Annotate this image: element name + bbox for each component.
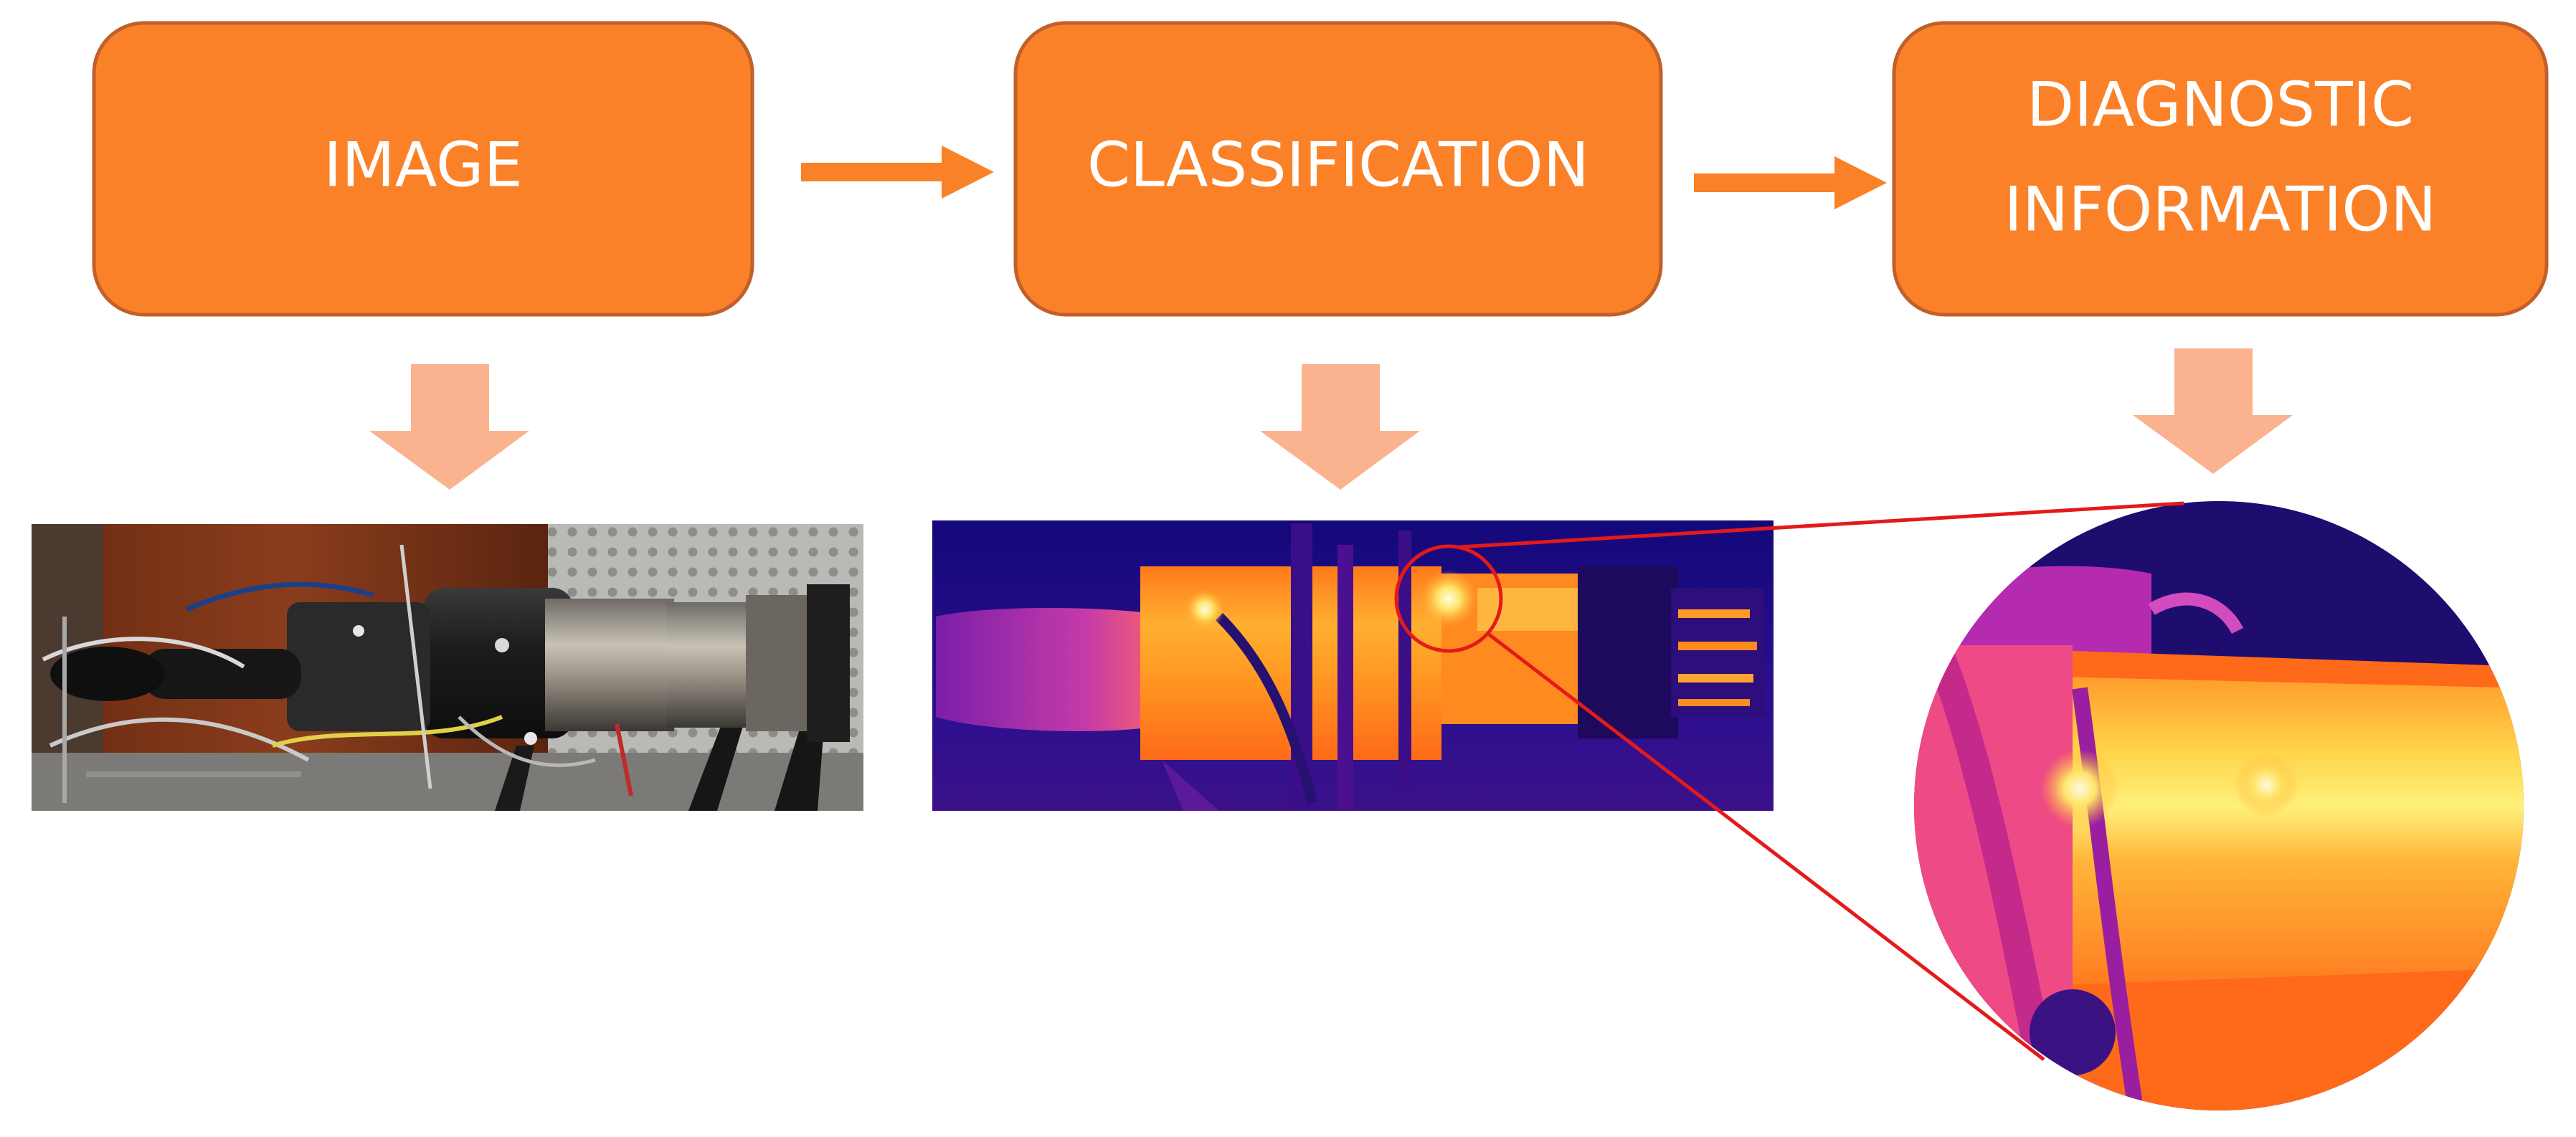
- thermal-image: [932, 520, 1774, 811]
- engine-photo: [32, 524, 863, 811]
- step-label-information: INFORMATION: [2004, 173, 2437, 245]
- down-arrow-2: [1260, 364, 1420, 490]
- flow-arrow-2: [1694, 156, 1887, 209]
- step-label-classification: CLASSIFICATION: [1087, 129, 1589, 201]
- down-arrow-1: [369, 364, 529, 490]
- down-arrow-3: [2133, 348, 2293, 474]
- magnifier-callout: [1394, 501, 2184, 1061]
- flow-arrow-1: [801, 146, 994, 199]
- step-label-diagnostic: DIAGNOSTIC: [2027, 69, 2414, 141]
- step-box-diagnostic-information: DIAGNOSTIC INFORMATION: [1892, 21, 2549, 317]
- step-box-image: IMAGE: [92, 21, 754, 317]
- step-label-image: IMAGE: [323, 129, 523, 201]
- step-box-classification: CLASSIFICATION: [1013, 21, 1663, 317]
